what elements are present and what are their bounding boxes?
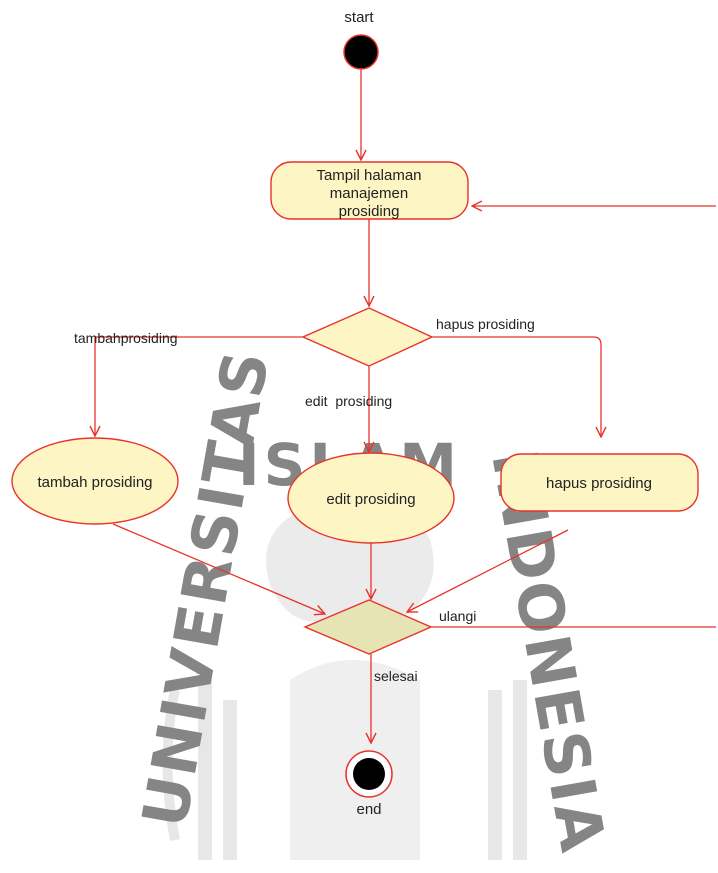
- action-tampil-halaman-box: [270, 161, 469, 220]
- action-tampil-halaman: Tampil halaman manajemen prosiding: [270, 161, 469, 220]
- edge-label-hapus: hapus prosiding: [436, 316, 535, 332]
- final-node: end: [345, 750, 393, 818]
- edge-label-edit: edit prosiding: [305, 393, 392, 409]
- edge-label-selesai: selesai: [374, 668, 418, 684]
- edge-decision-to-tambah: [95, 336, 303, 436]
- tampil-halaman-line-2: manajemen: [330, 185, 408, 202]
- action-tambah-prosiding: tambah prosiding: [11, 437, 179, 525]
- watermark-text-left: UNIVERSITAS: [128, 344, 284, 833]
- action-edit-prosiding-shape: [287, 452, 455, 544]
- final-node-inner-dot: [353, 758, 385, 790]
- action-edit-prosiding: edit prosiding: [287, 452, 455, 544]
- action-hapus-prosiding: hapus prosiding: [500, 453, 699, 512]
- hapus-prosiding-label: hapus prosiding: [546, 475, 652, 492]
- initial-node-circle: [343, 34, 379, 70]
- tampil-halaman-line-1: Tampil halaman: [316, 167, 421, 184]
- edges-group: [95, 70, 716, 743]
- action-tambah-prosiding-shape: [11, 437, 179, 525]
- edge-hapus-to-merge: [407, 529, 569, 612]
- edge-label-ulangi: ulangi: [439, 608, 476, 624]
- edit-prosiding-label: edit prosiding: [326, 491, 415, 508]
- edge-decision-to-hapus: [432, 336, 601, 437]
- edge-label-tambah: tambahprosiding: [74, 330, 178, 346]
- edge-tambah-to-merge: [112, 523, 325, 614]
- merge-decision-node: [303, 599, 433, 655]
- tampil-halaman-line-3: prosiding: [339, 203, 400, 220]
- decision-node: [301, 307, 434, 367]
- initial-node: start: [343, 9, 379, 70]
- start-label: start: [344, 9, 374, 26]
- action-hapus-prosiding-box: [500, 453, 699, 512]
- end-label: end: [356, 801, 381, 818]
- tambah-prosiding-label: tambah prosiding: [37, 474, 152, 491]
